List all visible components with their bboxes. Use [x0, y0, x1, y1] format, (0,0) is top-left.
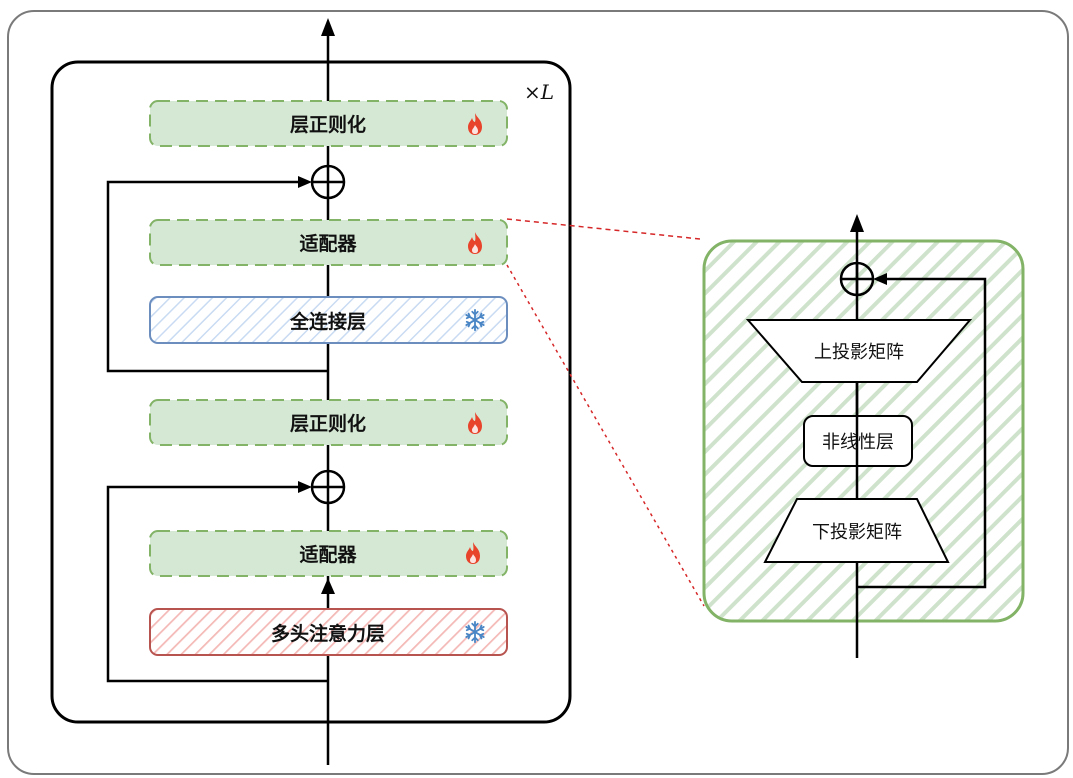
output-arrow-icon	[321, 18, 335, 36]
residual-arrow-icon	[298, 176, 312, 188]
layer-norm-block-top[interactable]: 层正则化	[149, 100, 508, 147]
residual-connection-top	[106, 180, 328, 373]
adapter-block-bottom[interactable]: 适配器	[149, 530, 508, 577]
outer-frame	[7, 10, 1069, 775]
block-label: 层正则化	[290, 113, 366, 136]
block-label: 层正则化	[290, 412, 366, 435]
layer-norm-block-bottom[interactable]: 层正则化	[149, 399, 508, 446]
zoom-connector-top	[506, 218, 701, 240]
flow-arrow-icon	[321, 578, 335, 594]
fully-connected-block[interactable]: 全连接层	[149, 296, 508, 344]
adapter-add-operator	[839, 261, 875, 297]
add-operator-bottom	[310, 469, 346, 505]
adapter-output-arrow-icon	[850, 214, 864, 232]
adapter-skip-connection	[857, 277, 987, 589]
up-projection-label: 上投影矩阵	[814, 342, 904, 363]
nonlinearity-block[interactable]: 非线性层	[803, 415, 913, 467]
block-label: 多头注意力层	[271, 622, 385, 645]
nonlinearity-label: 非线性层	[822, 432, 894, 453]
block-label: 适配器	[299, 233, 357, 255]
repeat-count-label: ×L	[524, 80, 554, 104]
down-projection-label: 下投影矩阵	[812, 522, 902, 543]
layer-block-container	[50, 60, 572, 724]
multi-head-attention-block[interactable]: 多头注意力层	[149, 608, 508, 656]
adapter-detail-panel: 上投影矩阵 非线性层 下投影矩阵	[702, 214, 1025, 658]
adapter-block-top[interactable]: 适配器	[149, 219, 508, 266]
up-projection-block[interactable]: 上投影矩阵	[745, 319, 973, 383]
add-operator-top	[310, 164, 346, 200]
down-projection-block[interactable]: 下投影矩阵	[763, 498, 950, 563]
residual-connection-bottom	[106, 485, 328, 683]
residual-arrow-icon	[298, 481, 312, 493]
block-label: 适配器	[299, 544, 357, 566]
block-label: 全连接层	[289, 310, 366, 333]
adapter-skip-arrow-icon	[873, 273, 887, 285]
zoom-connector-bottom	[506, 264, 705, 607]
